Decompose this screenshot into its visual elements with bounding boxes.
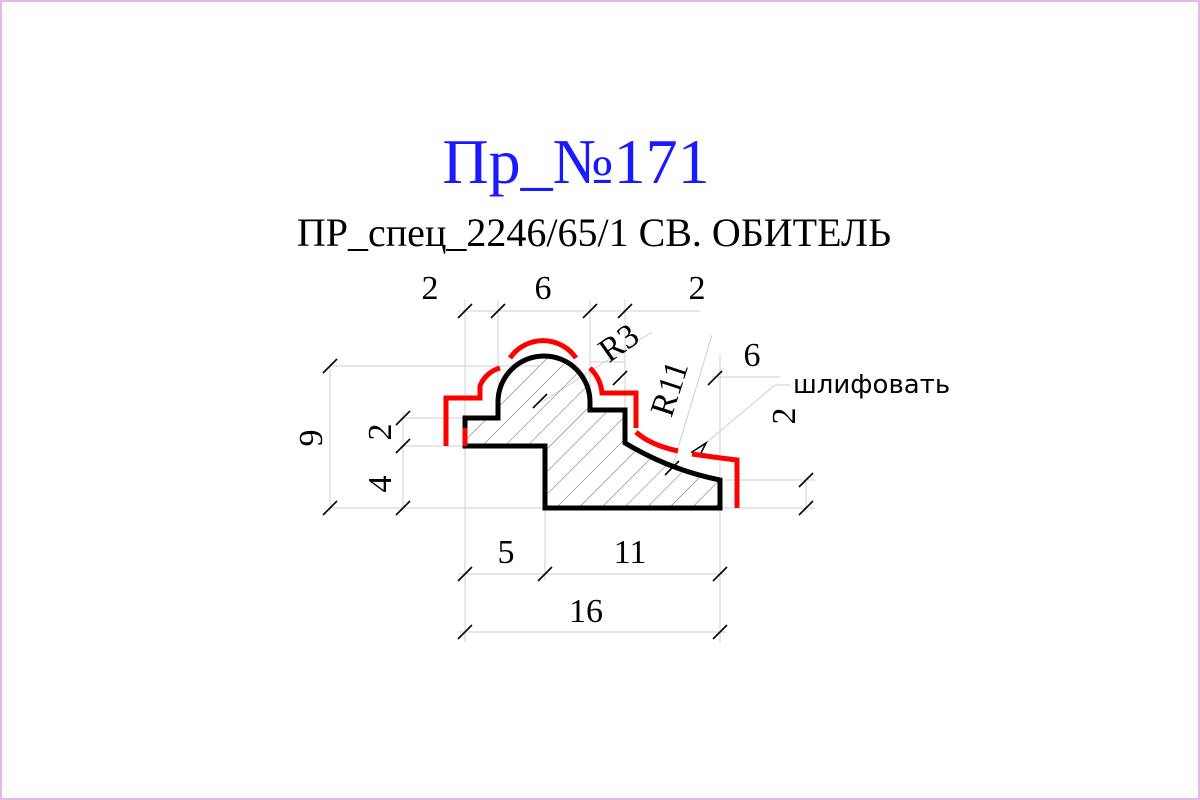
finish-line bbox=[443, 338, 740, 508]
dim-right-height: 2 bbox=[766, 408, 803, 425]
dim-left-low: 4 bbox=[362, 476, 399, 493]
dim-left-mid: 2 bbox=[362, 424, 399, 441]
drawing-subtitle: ПР_спец_2246/65/1 СВ. ОБИТЕЛЬ bbox=[297, 210, 891, 255]
finish-note: шлифовать bbox=[793, 370, 950, 400]
dim-left-total: 9 bbox=[293, 430, 330, 447]
dim-overall: 16 bbox=[569, 593, 603, 630]
dim-top-right: 2 bbox=[689, 270, 706, 307]
profile-outline bbox=[462, 353, 723, 511]
dim-right-width: 6 bbox=[744, 337, 761, 374]
dim-radius-large: R11 bbox=[644, 357, 696, 421]
dim-bottom-right: 11 bbox=[614, 534, 647, 571]
drawing-title: Пр_№171 bbox=[442, 126, 709, 197]
dim-top-left: 2 bbox=[422, 270, 439, 307]
dim-top-mid: 6 bbox=[535, 270, 552, 307]
dim-bottom-left: 5 bbox=[498, 534, 515, 571]
